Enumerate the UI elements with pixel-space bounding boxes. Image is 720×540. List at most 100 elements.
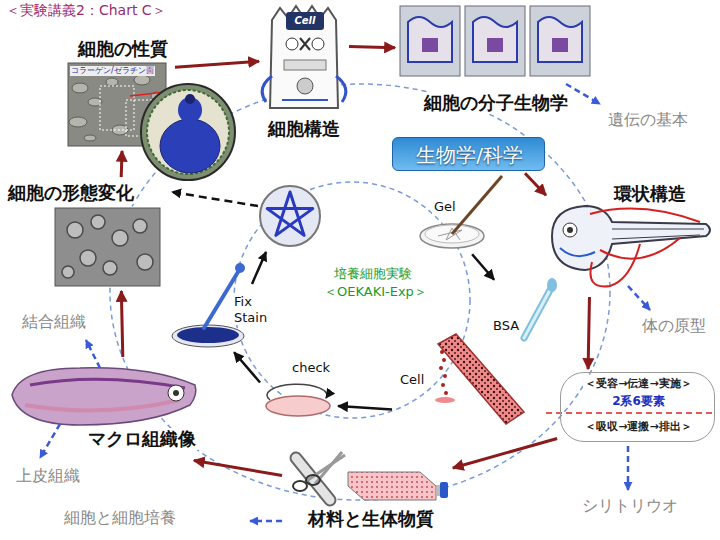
materials-figure-part: [305, 455, 345, 482]
node-text: 環状構造: [612, 183, 688, 205]
step-panel: check: [262, 358, 335, 420]
cell-photo-part-part: [84, 135, 96, 141]
embryo-section-part: [160, 119, 220, 173]
cell-tube-part-part: [439, 366, 443, 370]
branch-arrows-part: [250, 520, 282, 523]
embryo-section-part: [147, 90, 229, 174]
branch-arrows: [40, 84, 650, 521]
system-box: ＜受容→伝達→実施＞2系6要素＜吸収→運搬→排出＞: [560, 372, 715, 442]
cell-tube: [435, 334, 524, 424]
dic-photo-part-part: [112, 230, 128, 246]
cell-panels-part: [473, 17, 517, 62]
step-panel: Cell: [395, 352, 525, 425]
cell-robot-part: [262, 76, 272, 102]
cell-panels-part: [422, 38, 438, 52]
flow-arrow: [194, 461, 282, 476]
check-dish-part: [266, 396, 330, 416]
node-text: check: [290, 360, 332, 376]
robot-panel: Cell細胞構造: [262, 4, 346, 142]
annotation-label: 結合組織: [20, 312, 88, 331]
fish-section: [12, 368, 196, 425]
materials-figure-part: [440, 482, 448, 498]
gel-dish: [420, 176, 502, 248]
annotation-label: ＜OEKAKI-Exp＞: [322, 284, 429, 300]
node-text: 細胞の分子生物学: [422, 92, 570, 114]
step-panel: BSA: [488, 282, 554, 350]
flow-arrow: [234, 352, 260, 382]
branch-arrows-part: [627, 446, 630, 490]
image-panel: 細胞の形態変化: [4, 180, 162, 288]
node-text: ＜吸収→運搬→排出＞: [583, 420, 693, 433]
dic-photo-part-part: [62, 266, 74, 278]
fish-section-part: [12, 368, 196, 425]
cell-tube-part-part: [444, 391, 448, 395]
node-text: 細胞の性質: [76, 38, 170, 60]
materials-figure-part: [296, 458, 330, 500]
divider-dash: [546, 412, 716, 414]
image-panel: 細胞の分子生物学: [398, 3, 594, 119]
flow-arrow: [120, 151, 124, 177]
cell-tube-part-part: [441, 383, 445, 387]
cell-photo-part-part: [134, 75, 150, 85]
fix-dish-part: [172, 325, 244, 347]
cell-tube-part: [439, 350, 448, 395]
materials-figure-part: [293, 481, 307, 491]
larva-figure-part: [560, 248, 595, 256]
cell-tube-part-part: [442, 358, 446, 362]
cell-panels-part: [538, 17, 582, 62]
star-dish-part: [260, 186, 320, 246]
cycle-rings-part: [234, 182, 470, 418]
materials-figure-part: [306, 475, 320, 485]
annotation-label: 培養細胞実験: [332, 266, 414, 282]
fish-section-part: [168, 385, 184, 401]
flow-arrow: [525, 173, 546, 195]
cell-robot-part: [312, 38, 324, 50]
check-dish-part: [267, 384, 327, 400]
star-dish-part: [267, 192, 313, 235]
cell-panels-part: [552, 38, 568, 52]
cell-robot-part: [286, 12, 324, 30]
dic-photo-part: [62, 215, 153, 278]
image-panel: マクロ組織像: [8, 360, 200, 460]
gel-dish-part: [452, 176, 502, 234]
flow-arrow: [175, 61, 259, 67]
gel-dish-part: [420, 224, 484, 248]
materials-figure: [293, 452, 448, 500]
flow-arrow: [453, 438, 557, 468]
node-text: Cell: [293, 15, 318, 27]
image-panel: 材料と生体物質: [285, 448, 450, 536]
cell-robot-part: [282, 99, 328, 101]
fish-section-part: [25, 400, 180, 410]
layout-arrows-part: [172, 192, 258, 206]
node-text: 細胞の形態変化: [6, 182, 136, 204]
gel-dish-part: [438, 228, 462, 240]
node-text: Fix Stain: [232, 294, 269, 325]
dic-photo-part-part: [137, 254, 153, 270]
bsa-pipette: [524, 278, 557, 338]
cell-robot-part: [297, 78, 313, 94]
bsa-pipette-part: [547, 278, 557, 292]
branch-arrows-part: [566, 84, 600, 104]
dic-photo-part-part: [80, 250, 96, 266]
node-text: 材料と生体物質: [306, 508, 436, 530]
cell-tube-part: [435, 397, 455, 403]
cell-panels-part: [408, 17, 452, 62]
larva-figure-part: [612, 229, 704, 239]
cell-tube-part: [438, 334, 524, 424]
larva-figure-part: [567, 227, 573, 233]
larva-figure-part: [563, 223, 577, 237]
node-text: BSA: [491, 318, 521, 334]
fish-section-part: [30, 379, 185, 388]
center-box: 生物学/科学: [392, 137, 545, 171]
cell-photo-part: [100, 86, 134, 130]
annotation-label: 細胞と細胞培養: [62, 508, 178, 527]
cell-photo-part-part: [106, 78, 118, 86]
node-text: Cell: [398, 372, 426, 388]
node-text: 2系6要素: [610, 394, 667, 408]
larva-figure-part: [590, 244, 640, 287]
star-dish: [260, 186, 320, 246]
flow-arrow: [472, 254, 494, 279]
check-dish: [266, 384, 330, 416]
branch-arrows-part: [628, 286, 650, 310]
